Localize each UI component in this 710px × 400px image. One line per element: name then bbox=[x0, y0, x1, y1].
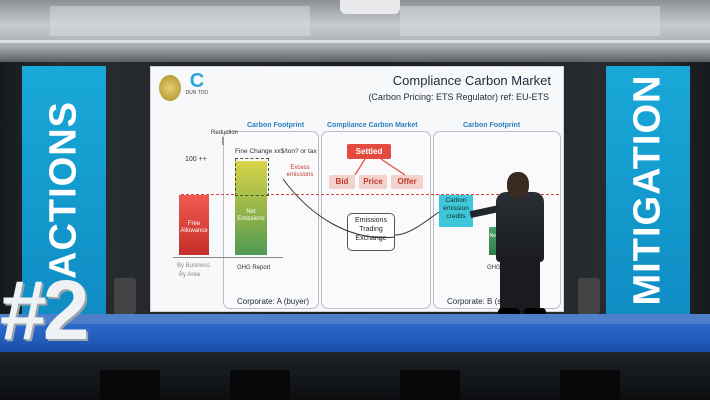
left-panel-title: Carbon Footprint bbox=[247, 122, 305, 129]
mitigation-banner-text: MITIGATION bbox=[626, 74, 669, 306]
cap-line bbox=[181, 194, 559, 195]
ctoo-logo: C DUN TOO bbox=[185, 70, 209, 96]
slide-title: Compliance Carbon Market bbox=[392, 73, 551, 88]
speaker-shoe bbox=[498, 308, 520, 316]
number-2-sign: #2 bbox=[0, 263, 89, 357]
stage-monitor bbox=[400, 370, 460, 400]
speaker-shoe bbox=[524, 308, 546, 316]
stage-monitor bbox=[100, 370, 160, 400]
corporate-b-label: Corporate: B (selle... bbox=[447, 297, 521, 306]
bid-box: Bid bbox=[329, 175, 355, 189]
flow-arrows bbox=[222, 137, 440, 239]
emissions-trading-exchange-box: Emissions Trading Exchange bbox=[347, 213, 395, 251]
corporate-a-label: Corporate: A (buyer) bbox=[237, 297, 310, 306]
price-box: Price bbox=[359, 175, 387, 189]
by-business-label: By Business bbox=[177, 263, 211, 269]
slide-subtitle: (Carbon Pricing: ETS Regulator) ref: EU-… bbox=[368, 92, 549, 102]
speaker-body bbox=[496, 192, 544, 262]
fine-label: Fine Change xx$/ton? or tax bbox=[235, 148, 317, 155]
stage-light bbox=[578, 278, 600, 314]
reduction-label: Reduction bbox=[211, 130, 239, 136]
settled-box: Settled bbox=[347, 144, 391, 159]
stage-monitor bbox=[560, 370, 620, 400]
speaker-legs bbox=[500, 258, 540, 314]
offer-box: Offer bbox=[391, 175, 423, 189]
stage-monitor bbox=[230, 370, 290, 400]
ceiling-light-strip bbox=[0, 40, 710, 43]
carbon-credits-box: Carbon emission credits bbox=[439, 195, 473, 227]
right-panel-title: Carbon Footprint bbox=[463, 122, 521, 129]
level-label: 100 ++ bbox=[185, 156, 207, 163]
free-allowance-bar: Free Allowance bbox=[179, 195, 209, 255]
projector bbox=[340, 0, 400, 14]
actions-banner-text: ACTIONS bbox=[42, 101, 85, 279]
speaker-head bbox=[507, 172, 529, 198]
ghg-report-label: GHG Report bbox=[237, 265, 271, 271]
stage-edge bbox=[0, 314, 710, 324]
excess-emissions-label: Excess emissions bbox=[286, 165, 314, 178]
net-emissions-bar: Net Emissions bbox=[235, 161, 267, 255]
mid-panel-title: Compliance Carbon Market bbox=[327, 122, 418, 129]
excess-box bbox=[235, 158, 269, 196]
mitigation-banner: MITIGATION bbox=[606, 66, 690, 314]
stage-light bbox=[114, 278, 136, 314]
by-area-label: By Area bbox=[179, 272, 201, 278]
ceiling-light-panel bbox=[400, 6, 660, 36]
ceiling-light-panel bbox=[50, 6, 310, 36]
actions-banner: ACTIONS bbox=[22, 66, 106, 314]
stage-front bbox=[0, 324, 710, 352]
government-seal-icon bbox=[159, 75, 181, 101]
chart-axis bbox=[173, 257, 283, 258]
